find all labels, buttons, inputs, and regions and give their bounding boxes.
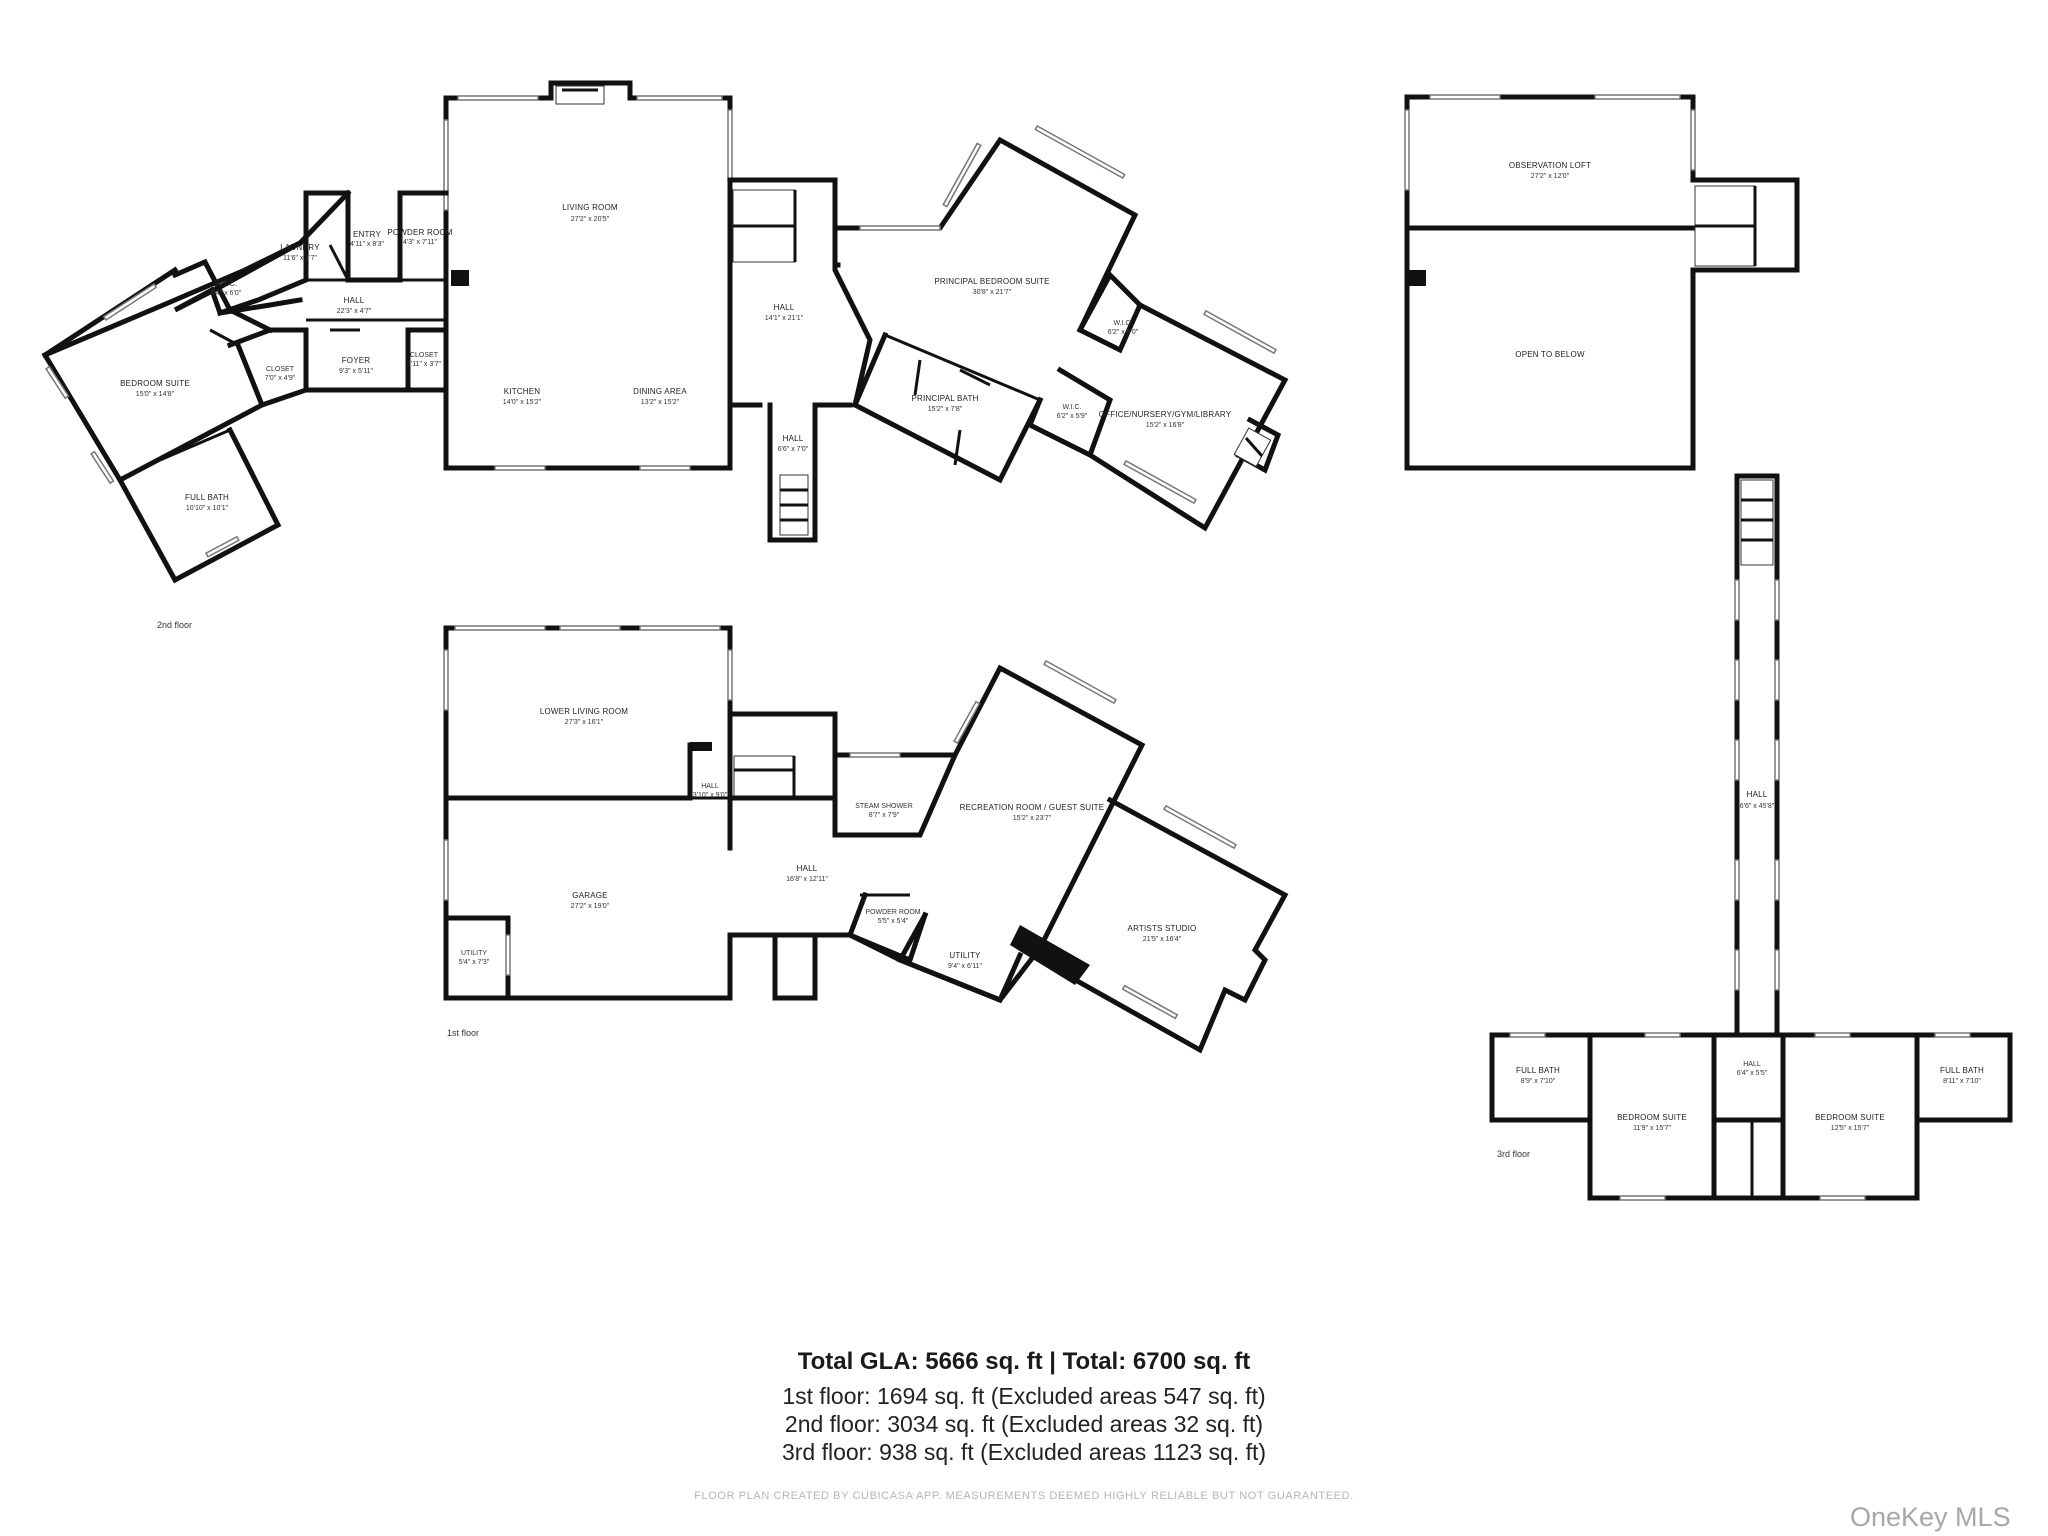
dim-observation-loft: 27'2" x 12'0" [1531, 173, 1570, 180]
label-garage: GARAGE [572, 891, 607, 900]
dim-principal-bath: 15'2" x 7'8" [928, 406, 963, 413]
credit-note: FLOOR PLAN CREATED BY CUBICASA APP. MEAS… [694, 1490, 1354, 1502]
label-artists-studio: ARTISTS STUDIO [1128, 924, 1197, 933]
label-wic-b: W.I.C. [1113, 320, 1132, 327]
label-recreation: RECREATION ROOM / GUEST SUITE [960, 803, 1105, 812]
dim-kitchen: 14'0" x 15'2" [503, 399, 542, 406]
dim-laundry: 11'6" x 7'7" [283, 255, 317, 262]
dim-office: 15'2" x 16'8" [1146, 422, 1185, 429]
floor-plan-2nd-floor: LIVING ROOM 27'2" x 20'5" KITCHEN 14'0" … [41, 80, 1289, 630]
label-steam-shower: STEAM SHOWER [855, 803, 913, 810]
label-hall-long: HALL [1747, 790, 1768, 799]
dim-full-bath-right: 8'11" x 7'10" [1943, 1078, 1981, 1085]
floor-plan-drawing: LIVING ROOM 27'2" x 20'5" KITCHEN 14'0" … [41, 80, 2013, 1201]
dim-hall-b-1st: 16'8" x 12'11" [786, 876, 828, 883]
dim-garage: 27'2" x 19'0" [571, 903, 610, 910]
dim-hall-c: 6'6" x 7'0" [778, 446, 809, 453]
dim-living-room: 27'2" x 20'5" [571, 216, 610, 223]
dim-full-bath-left: 8'9" x 7'10" [1521, 1078, 1556, 1085]
label-observation-loft: OBSERVATION LOFT [1509, 161, 1591, 170]
dim-wic-c: 6'2" x 5'9" [1057, 413, 1088, 420]
label-powder-room-1st: POWDER ROOM [865, 909, 920, 916]
area-2nd-floor: 2nd floor: 3034 sq. ft (Excluded areas 3… [784, 1411, 1264, 1437]
label-wic: W.I.C. [215, 279, 238, 288]
label-hall-c: HALL [783, 434, 804, 443]
area-3rd-floor: 3rd floor: 938 sq. ft (Excluded areas 11… [781, 1439, 1267, 1465]
label-laundry: LAUNDRY [280, 243, 320, 252]
dim-bedroom-suite: 15'0" x 14'8" [136, 391, 175, 398]
label-lower-living: LOWER LIVING ROOM [540, 707, 628, 716]
label-hall-a: HALL [344, 296, 365, 305]
dim-steam-shower: 8'7" x 7'9" [869, 812, 900, 819]
dim-dining-area: 13'2" x 15'2" [641, 399, 680, 406]
dim-powder-room-1st: 5'5" x 5'4" [878, 918, 909, 925]
dim-utility-b: 9'4" x 6'11" [948, 963, 982, 970]
dim-recreation: 15'2" x 23'7" [1013, 815, 1052, 822]
label-bedroom-suite: BEDROOM SUITE [120, 379, 190, 388]
total-area: Total GLA: 5666 sq. ft | Total: 6700 sq.… [797, 1348, 1251, 1375]
label-closet-a: CLOSET [266, 366, 295, 373]
label-entry: ENTRY [353, 230, 381, 239]
dim-wic-b: 6'2" x 6'0" [1108, 329, 1139, 336]
label-bedroom-left: BEDROOM SUITE [1617, 1113, 1687, 1122]
dim-closet-b: 3'11" x 3'7" [407, 361, 441, 368]
area-1st-floor: 1st floor: 1694 sq. ft (Excluded areas 5… [782, 1383, 1266, 1409]
label-utility-b: UTILITY [949, 951, 981, 960]
label-full-bath-right: FULL BATH [1940, 1066, 1984, 1075]
dim-hall-a-1st: 3'10" x 9'0" [693, 792, 728, 799]
dim-bedroom-left: 11'9" x 15'7" [1633, 1125, 1671, 1132]
dim-artists-studio: 21'5" x 16'4" [1143, 936, 1182, 943]
label-utility-a: UTILITY [461, 950, 487, 957]
label-kitchen: KITCHEN [504, 387, 541, 396]
label-closet-b: CLOSET [410, 352, 439, 359]
label-bedroom-right: BEDROOM SUITE [1815, 1113, 1885, 1122]
label-office: OFFICE/NURSERY/GYM/LIBRARY [1099, 410, 1232, 419]
dim-full-bath: 10'10" x 10'1" [186, 505, 229, 512]
label-dining-area: DINING AREA [633, 387, 687, 396]
label-hall-b: HALL [774, 303, 795, 312]
dim-foyer: 9'3" x 5'11" [339, 368, 373, 375]
dim-hall-long: 6'6" x 45'8" [1740, 803, 1775, 810]
dim-entry: 4'11" x 8'3" [350, 241, 384, 248]
dim-hall-b: 14'1" x 21'1" [765, 315, 804, 322]
floor-plan-1st-floor: LOWER LIVING ROOM 27'3" x 16'1" HALL 3'1… [443, 625, 1289, 1054]
floor-label-3rd: 3rd floor [1497, 1149, 1530, 1159]
label-principal-bath: PRINCIPAL BATH [911, 394, 978, 403]
label-powder-room: POWDER ROOM [387, 228, 452, 237]
floor-plan-3rd-floor: OBSERVATION LOFT 27'2" x 12'0" OPEN TO B… [1404, 94, 2013, 1201]
dim-hall-a: 22'3" x 4'7" [337, 308, 372, 315]
floor-label-2nd: 2nd floor [157, 620, 192, 630]
dim-wic: 5'4" x 6'0" [211, 290, 242, 297]
label-hall-small: HALL [1743, 1061, 1761, 1068]
label-living-room: LIVING ROOM [562, 203, 618, 212]
label-hall-b-1st: HALL [797, 864, 818, 873]
label-full-bath-left: FULL BATH [1516, 1066, 1560, 1075]
label-open-to-below: OPEN TO BELOW [1515, 350, 1585, 359]
label-hall-a-1st: HALL [701, 783, 719, 790]
dim-bedroom-right: 12'5" x 15'7" [1831, 1125, 1870, 1132]
floor-label-1st: 1st floor [447, 1028, 479, 1038]
watermark: OneKey MLS [1850, 1502, 2011, 1532]
dim-lower-living: 27'3" x 16'1" [565, 719, 604, 726]
label-principal-suite: PRINCIPAL BEDROOM SUITE [934, 277, 1049, 286]
dim-principal-suite: 30'8" x 21'7" [973, 289, 1012, 296]
dim-hall-small: 6'4" x 5'5" [1737, 1070, 1768, 1077]
label-foyer: FOYER [342, 356, 371, 365]
dim-closet-a: 7'0" x 4'9" [265, 375, 296, 382]
dim-utility-a: 5'4" x 7'3" [459, 959, 490, 966]
label-full-bath: FULL BATH [185, 493, 229, 502]
label-wic-c: W.I.C. [1062, 404, 1081, 411]
dim-powder-room: 4'3" x 7'11" [403, 239, 437, 246]
